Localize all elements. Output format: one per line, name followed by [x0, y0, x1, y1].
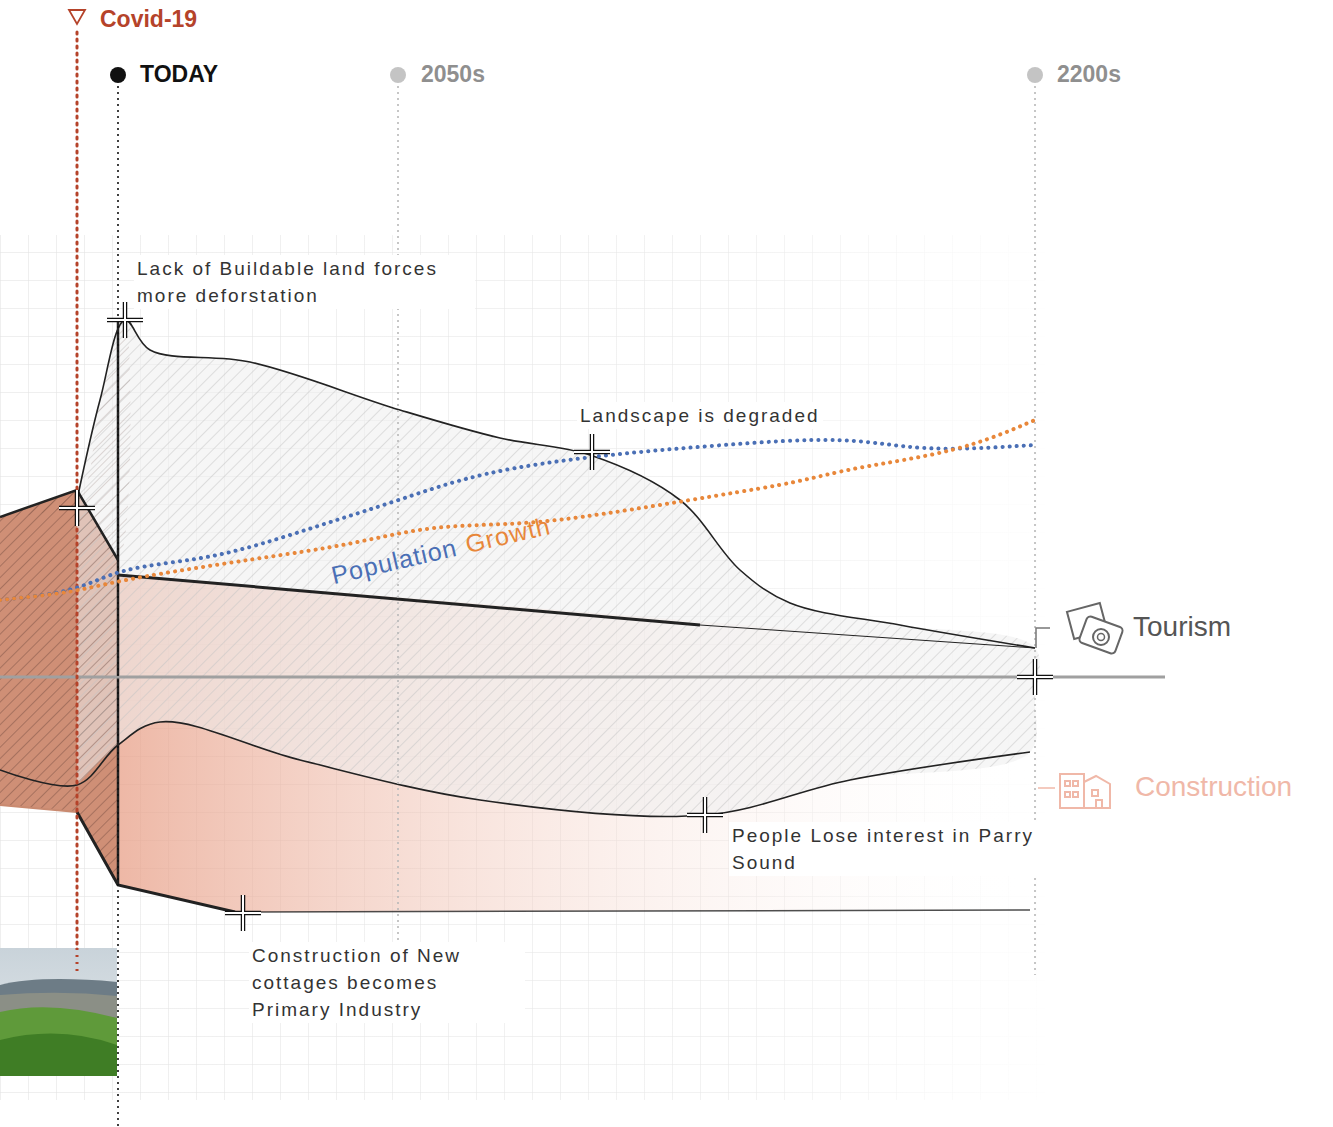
annotation: Lack of Buildable land forces more defor…	[134, 255, 475, 309]
plus-marker	[1017, 659, 1053, 695]
tourism-band-hatch	[77, 320, 1040, 817]
construction-edge	[0, 805, 77, 812]
plus-marker	[687, 797, 723, 833]
grid-background	[0, 235, 1045, 1100]
construction-edge	[0, 490, 118, 560]
plus-marker	[59, 490, 95, 526]
growth-series	[0, 420, 1035, 600]
plus-marker	[1017, 659, 1053, 695]
time-dot	[1027, 67, 1043, 83]
time-dot	[390, 67, 406, 83]
landscape-photo	[0, 948, 117, 1076]
plus-marker	[59, 490, 95, 526]
time-label: 2200s	[1057, 61, 1121, 89]
time-label: 2050s	[421, 61, 485, 89]
baseline-axis	[0, 676, 1165, 679]
grid-fade	[0, 235, 1045, 1100]
construction-edge	[700, 625, 1035, 648]
today-dot	[110, 67, 126, 83]
construction-edge	[118, 575, 700, 625]
time-line	[397, 86, 399, 975]
plus-marker	[225, 895, 261, 931]
bracket	[1038, 787, 1055, 789]
annotation: Construction of New cottages becomes Pri…	[249, 942, 525, 1023]
today-line	[117, 86, 119, 1127]
construction-edge	[77, 812, 235, 912]
annotation: People Lose interest in Parry Sound	[729, 822, 1055, 876]
bracket	[1036, 628, 1050, 648]
tourism-curve	[77, 320, 1035, 648]
series-label: Population	[328, 532, 460, 590]
series-label: Growth	[463, 510, 554, 559]
covid-marker	[69, 10, 85, 24]
annotation: Landscape is degraded	[577, 402, 823, 429]
covid-line	[76, 948, 79, 975]
time-label: TODAY	[140, 61, 218, 89]
plus-marker	[574, 434, 610, 470]
tourism-curve	[0, 722, 1030, 817]
camera-icon	[1067, 603, 1124, 655]
category-label: Tourism	[1133, 610, 1231, 644]
plus-marker	[574, 434, 610, 470]
plus-marker	[687, 797, 723, 833]
past-hatch	[0, 490, 118, 885]
plus-marker	[225, 895, 261, 931]
tourism-band	[77, 320, 1040, 817]
category-label: Construction	[1135, 770, 1292, 804]
construction-edge	[235, 910, 1030, 912]
building-icon	[1060, 774, 1110, 808]
past-construction-band	[0, 490, 118, 885]
event-label: Covid-19	[100, 6, 197, 34]
past-hatch	[0, 320, 131, 560]
